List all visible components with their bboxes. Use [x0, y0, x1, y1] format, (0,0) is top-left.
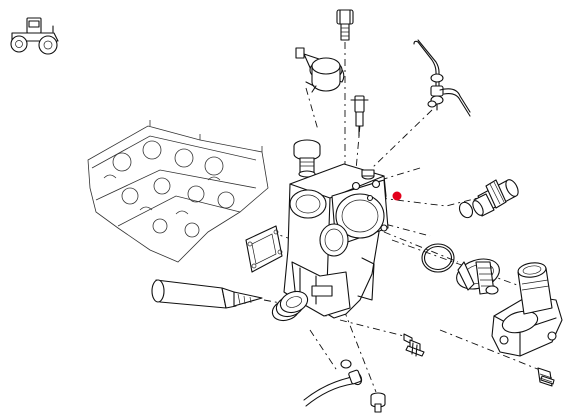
highlight-dot[interactable]: [392, 191, 402, 201]
sealing-washer: [340, 359, 352, 369]
ribbed-seal: [271, 290, 309, 322]
flange-bolt-bottom: [370, 392, 386, 413]
small-o-ring: [458, 201, 474, 219]
bypass-plug: [293, 139, 321, 178]
top-bolt: [336, 9, 354, 41]
sealant-tube: [151, 279, 263, 309]
outlet-connector: [472, 179, 519, 217]
return-pipe: [303, 369, 363, 407]
flange-bolt-middle: [403, 333, 425, 357]
thermostat: [456, 258, 500, 295]
thermostat-housing: [283, 163, 389, 319]
cylinder-head: [87, 120, 269, 263]
housing-gasket: [245, 225, 283, 273]
temperature-switch: [295, 47, 345, 93]
outlet-elbow-cover: [491, 262, 563, 357]
assembly-guide-lines: [263, 42, 541, 393]
flange-bolt-right: [537, 367, 555, 387]
tractor-icon: [10, 17, 59, 55]
temperature-sensor: [350, 95, 369, 137]
bleed-pipe: [413, 39, 471, 117]
large-o-ring: [421, 243, 455, 273]
